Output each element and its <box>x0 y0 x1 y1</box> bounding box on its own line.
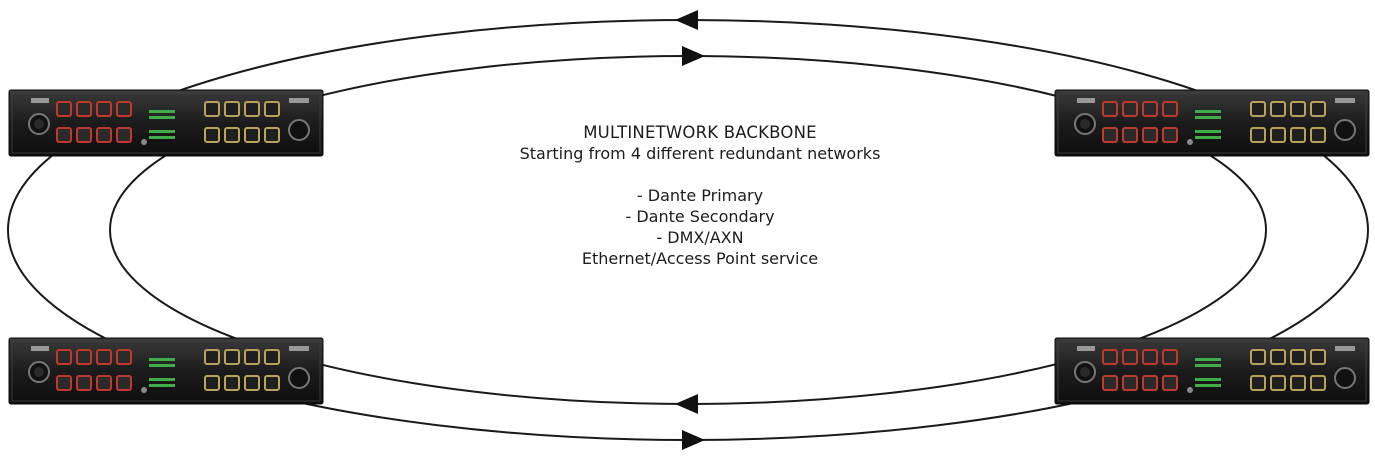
arrow-right-icon <box>682 46 705 66</box>
network-item: Ethernet/Access Point service <box>581 249 819 268</box>
network-device-bottom-left <box>8 337 324 405</box>
arrow-right-icon <box>682 430 705 450</box>
arrow-left-icon <box>675 394 698 414</box>
network-item: - DMX/AXN <box>656 228 744 247</box>
network-device-bottom-right <box>1054 337 1370 405</box>
network-item: - Dante Primary <box>636 186 764 205</box>
network-item: - Dante Secondary <box>625 207 775 226</box>
diagram-caption: MULTINETWORK BACKBONE Starting from 4 di… <box>440 122 960 269</box>
network-device-top-right <box>1054 89 1370 157</box>
arrow-left-icon <box>675 10 698 30</box>
network-device-top-left <box>8 89 324 157</box>
diagram-subtitle: Starting from 4 different redundant netw… <box>519 144 881 163</box>
diagram-title: MULTINETWORK BACKBONE <box>583 123 817 142</box>
